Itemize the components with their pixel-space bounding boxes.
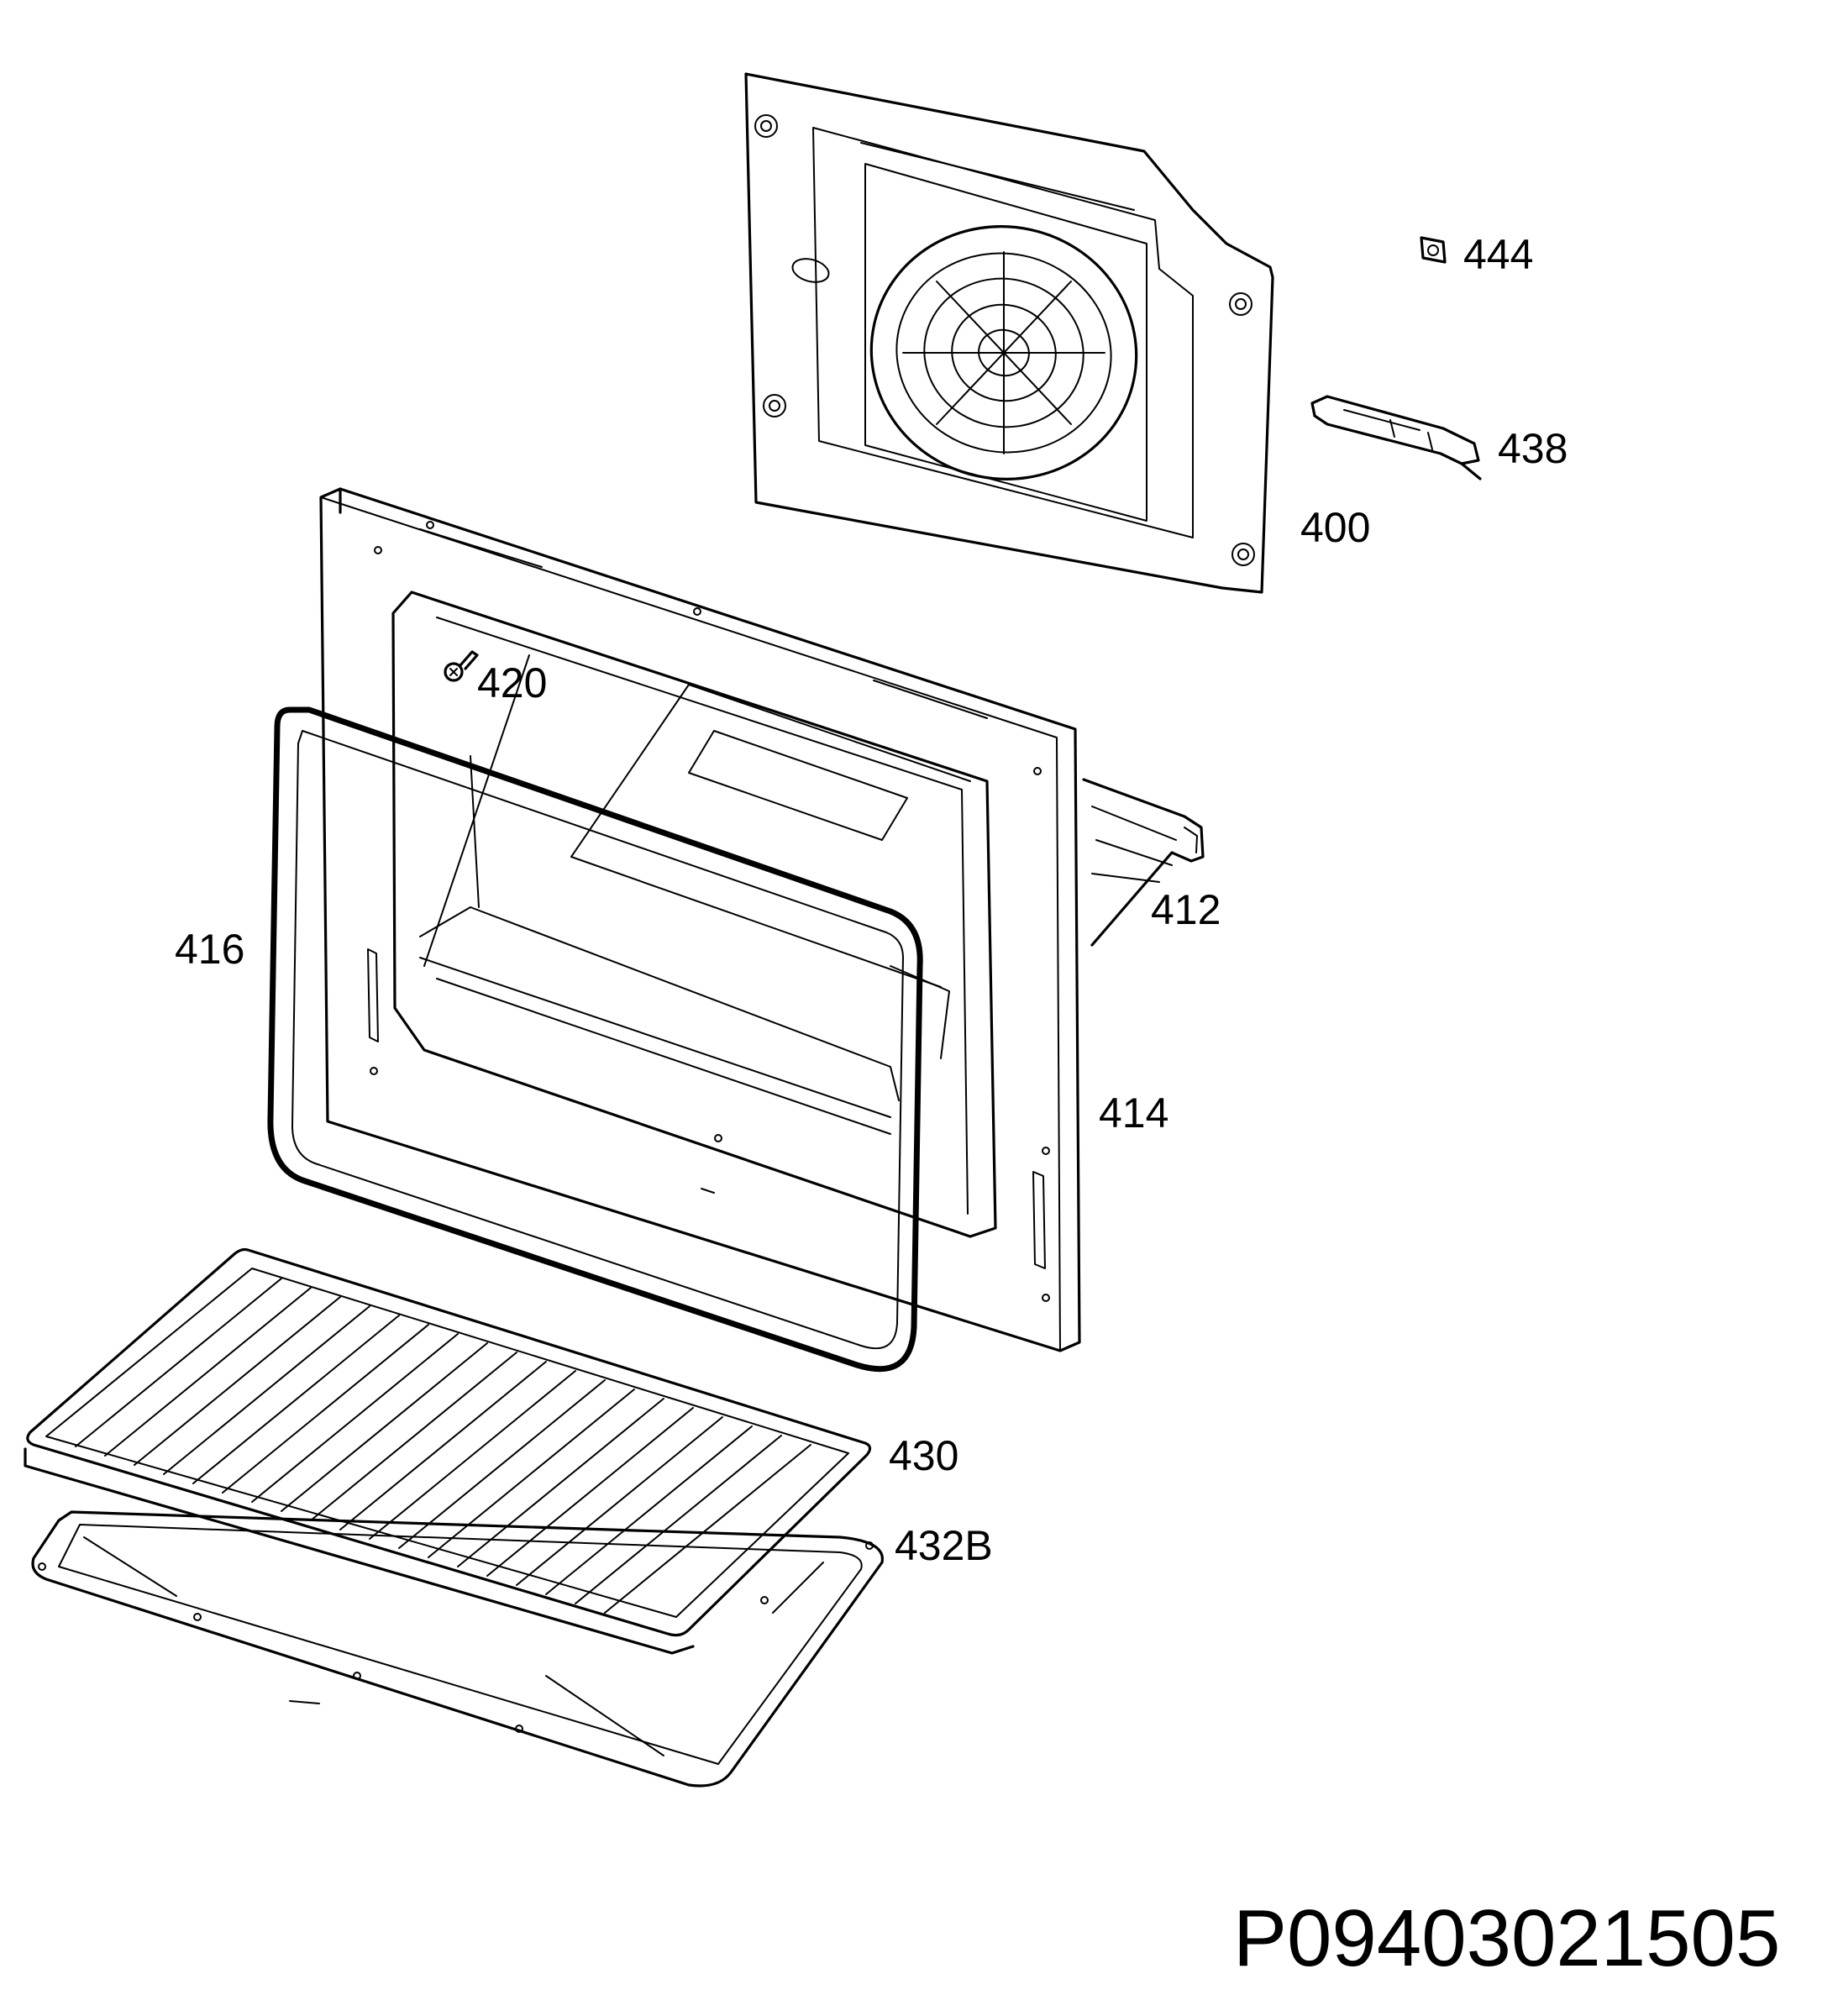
label-430: 430 <box>889 1432 958 1479</box>
label-432b: 432B <box>895 1522 993 1569</box>
label-414: 414 <box>1099 1089 1168 1137</box>
label-420: 420 <box>477 659 547 706</box>
part-412-rail <box>1082 778 1205 947</box>
part-432b-tray <box>31 1510 884 1788</box>
part-430-wire-shelf <box>24 1247 872 1655</box>
drawing-code: P09403021505 <box>1233 1893 1780 1983</box>
label-416: 416 <box>175 926 244 973</box>
part-438-bracket <box>1310 395 1482 480</box>
part-420-screw <box>444 650 479 682</box>
label-444: 444 <box>1463 231 1533 278</box>
label-400: 400 <box>1300 504 1370 551</box>
part-414-front-frame <box>319 487 1081 1352</box>
label-412: 412 <box>1151 886 1221 933</box>
part-444-clip <box>1420 236 1447 264</box>
label-438: 438 <box>1498 425 1568 472</box>
part-416-door-seal <box>267 706 923 1373</box>
part-400-rear-panel <box>744 72 1274 594</box>
